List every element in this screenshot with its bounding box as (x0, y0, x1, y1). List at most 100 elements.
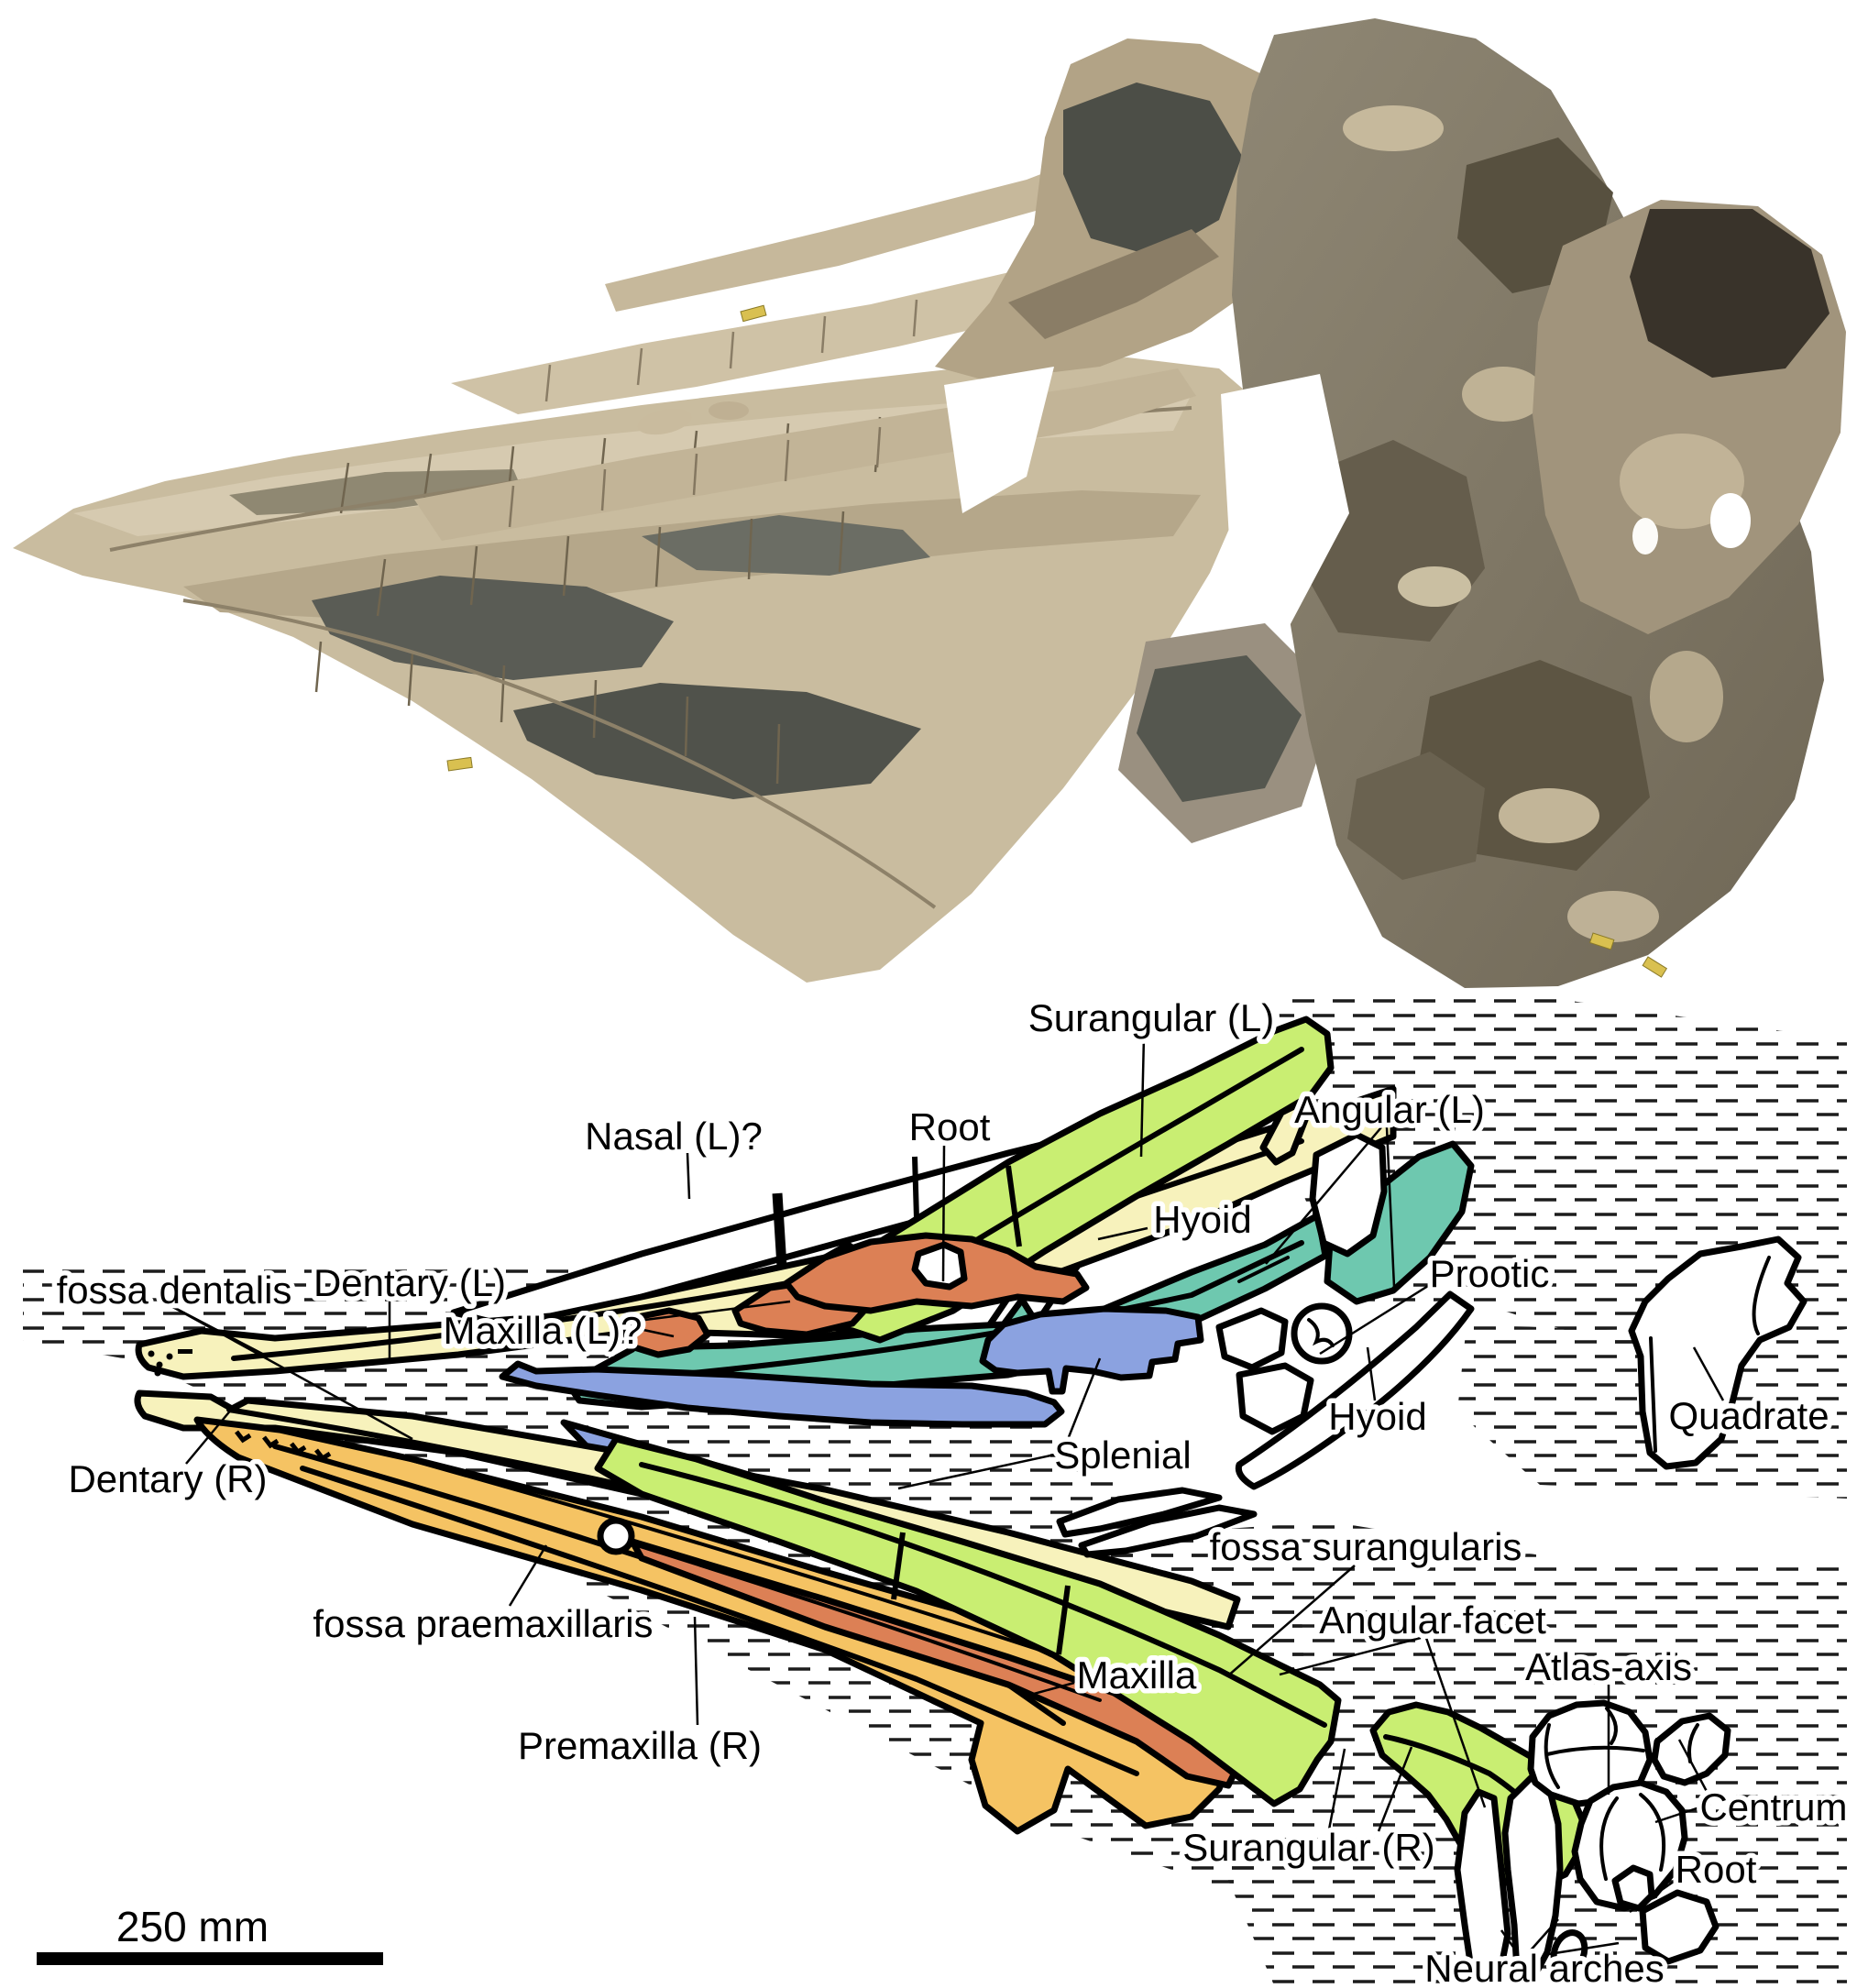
scale-bar-line (37, 1952, 383, 1965)
leader-lines (169, 1035, 1725, 1956)
surangular-joint (891, 1532, 906, 1600)
loose-white-fragment (1309, 1131, 1388, 1258)
quadrate-interior-line (1649, 1336, 1657, 1453)
centrum-interior-line (1639, 1793, 1666, 1872)
premaxilla-interior-line (392, 1454, 1083, 1665)
label-fossa-dentalis: fossa dentalis (57, 1269, 292, 1312)
maxilla-right-edge-line (635, 1543, 1102, 1702)
label-nasal-l: Nasal (L)? (585, 1115, 763, 1158)
leader-neural-arches (1528, 1918, 1559, 1953)
photo-slab-light (1620, 434, 1744, 529)
interpretive-drawing: Surangular (L) Root Angular (L) Nasal (L… (23, 990, 1852, 1988)
leader-nasal (686, 1152, 691, 1200)
prootic-interior-lines (1307, 1318, 1335, 1347)
leader-centrum (1677, 1739, 1712, 1799)
fossil-photo (13, 18, 1846, 988)
photo-connector-dark (1137, 655, 1302, 802)
leader-maxilla-l (630, 1325, 675, 1338)
nasal-crack (912, 1156, 919, 1220)
label-angular-facet: Angular facet (1319, 1598, 1546, 1642)
dentary-right-bone (134, 1389, 1241, 1631)
leader-maxilla (1033, 1681, 1075, 1696)
photo-chip (709, 401, 749, 420)
photo-specimen-tag (1588, 932, 1615, 950)
leader-premaxilla-r (693, 1616, 699, 1726)
leader-angular-l (1265, 1126, 1382, 1265)
label-root-upper: Root (909, 1105, 991, 1148)
photo-matrix-mass (1232, 18, 1824, 988)
leader-maxilla-l (630, 1300, 791, 1324)
label-fossa-praemaxillaris: fossa praemaxillaris (313, 1602, 653, 1645)
loose-sliver-bone (1078, 1504, 1258, 1558)
centrum-interior-line (1599, 1796, 1619, 1881)
leader-fossa-surangularis (1226, 1565, 1356, 1677)
photo-dark-streak (312, 576, 674, 680)
dentary-tooth-pits (148, 1349, 192, 1377)
splenial-blob-bone (979, 1305, 1204, 1395)
photo-slab-dark-cap (1630, 209, 1830, 378)
photo-slab-hole (1710, 493, 1751, 548)
photo-blade-streak (1008, 229, 1219, 339)
leader-angular-facet (1279, 1636, 1422, 1676)
dentary-posterior-tip (1259, 1102, 1309, 1166)
photo-slab-hole (1632, 518, 1658, 555)
photo-bone-bit (1462, 367, 1544, 422)
scale-bar-label: 250 mm (116, 1903, 269, 1950)
label-premaxilla-r: Premaxilla (R) (518, 1724, 762, 1767)
neural-arch-bone (1454, 1788, 1511, 1982)
label-angular-l: Angular (L) (1294, 1088, 1485, 1131)
surangular-right-interior-line (639, 1462, 1327, 1728)
photo-seam (182, 599, 937, 909)
photo-matrix-dark (1347, 752, 1485, 880)
leader-quadrate (1692, 1346, 1725, 1401)
atlas-interior-line (1545, 1745, 1645, 1756)
photo-dark-streak (513, 683, 921, 799)
premaxilla-interior-line (300, 1466, 1139, 1776)
hyoid-lower-bone (1235, 1291, 1475, 1490)
photo-specimen-tag (1642, 956, 1668, 978)
quadrate-bone (1628, 1236, 1808, 1470)
leader-neural-arches (1548, 1941, 1620, 1956)
photo-chip (637, 408, 692, 435)
leader-surangular-r (1327, 1748, 1346, 1830)
neural-arch-fragment (1550, 1929, 1588, 1975)
photo-dark-streak (642, 515, 930, 576)
prootic-chunk-bone (1215, 1307, 1289, 1371)
photo-specimen-tag (740, 304, 767, 323)
leader-surangular-l (1139, 1035, 1146, 1158)
leader-fossa-praemaxillaris (508, 1544, 548, 1607)
leader-hyoid-upper (1097, 1226, 1148, 1241)
loose-sliver-bone (1056, 1487, 1223, 1538)
label-neural-arches: Neural arches (1424, 1947, 1664, 1988)
anatomy-labels: Surangular (L) Root Angular (L) Nasal (L… (51, 992, 1852, 1988)
photo-bone-bit (1499, 788, 1599, 843)
photo-white-gap (944, 367, 1054, 513)
leader-surangular-r (1377, 1746, 1413, 1832)
atlas-interior-line (1544, 1723, 1560, 1789)
label-prootic: Prootic (1430, 1252, 1550, 1295)
leader-angular-facet (1424, 1637, 1487, 1808)
label-hyoid-lower: Hyoid (1328, 1395, 1426, 1438)
label-dentary-l: Dentary (L) (313, 1261, 506, 1304)
leader-centrum (1654, 1802, 1711, 1824)
leader-dentary-r (185, 1408, 233, 1465)
surangular-right-bone (594, 1435, 1342, 1807)
label-maxilla-l: Maxilla (L)? (443, 1309, 642, 1352)
photo-specimen-tag (446, 756, 473, 772)
surangular-left-joint (1005, 1165, 1022, 1247)
photo-bone-bit (1343, 105, 1444, 151)
label-hyoid-upper: Hyoid (1153, 1198, 1251, 1241)
label-quadrate: Quadrate (1668, 1394, 1829, 1437)
maxilla-left-fragment (620, 1307, 711, 1358)
leader-hyoid-lower (1366, 1346, 1377, 1401)
photo-white-gap (1221, 374, 1349, 634)
photo-snout-streak (229, 469, 522, 515)
photo-upper-strip-2 (605, 136, 1153, 312)
angular-left-elbow-bone (1324, 1140, 1475, 1305)
root-upper-bone (911, 1241, 968, 1291)
root-lower-bone (1611, 1864, 1655, 1912)
photo-bone-bit (1567, 891, 1659, 942)
photo-upper-strip (451, 150, 1243, 414)
premaxilla-foramen (597, 1517, 635, 1555)
